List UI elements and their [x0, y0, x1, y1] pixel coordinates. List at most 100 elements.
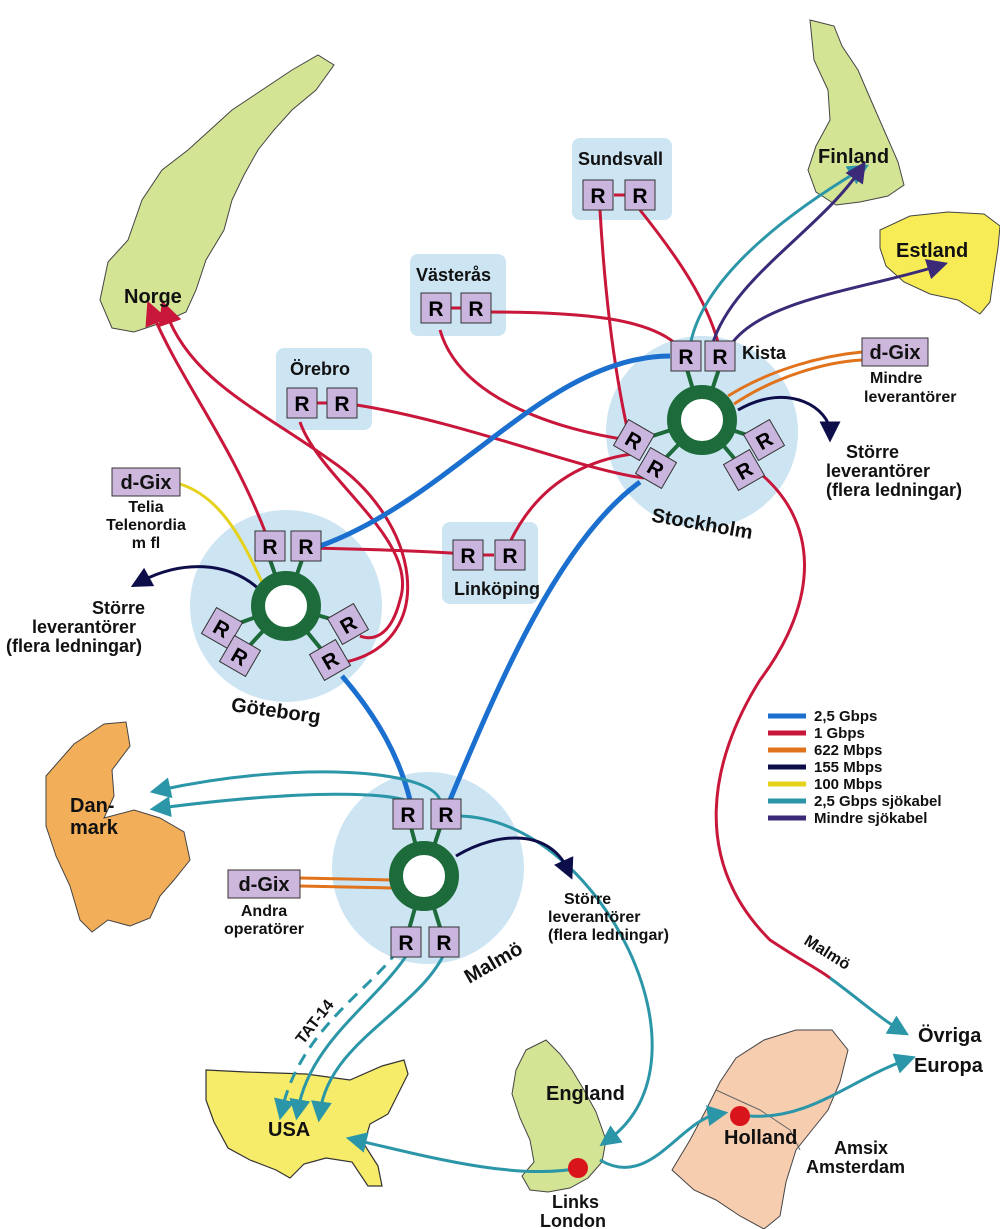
router-icon: R	[218, 634, 262, 678]
links-label-1: Links	[552, 1192, 599, 1212]
router-label: R	[262, 536, 277, 559]
router-icon: R	[428, 926, 460, 958]
legend-label: 100 Mbps	[814, 776, 882, 793]
router-label: R	[334, 393, 349, 416]
label-kista: Kista	[742, 343, 787, 363]
tat14-cable	[274, 949, 400, 1121]
finland-shape	[807, 19, 905, 206]
router-label: R	[468, 298, 483, 321]
label-linkoping: Linköping	[454, 579, 540, 599]
ovriga-label-1: Övriga	[918, 1024, 982, 1047]
goteborg-providers-2: leverantörer	[32, 617, 136, 637]
lines-155	[130, 395, 841, 880]
dgix-malmo-line1: Andra	[241, 903, 287, 920]
stockholm-providers-2: leverantörer	[826, 461, 930, 481]
router-label: R	[502, 545, 517, 568]
label-norge: Norge	[124, 286, 182, 308]
router-icon: R	[308, 638, 352, 682]
dgix-label: d-Gix	[869, 342, 920, 364]
router-label: R	[678, 346, 693, 369]
router-icon: R	[634, 446, 678, 490]
goteborg-providers-3: (flera ledningar)	[6, 636, 142, 656]
router-label: R	[400, 804, 415, 827]
legend-label: 2,5 Gbps	[814, 708, 877, 725]
router-icon: R	[326, 387, 358, 419]
legend-label: 2,5 Gbps sjökabel	[814, 793, 942, 810]
amsix-label-2: Amsterdam	[806, 1157, 905, 1177]
usa-shape	[205, 1059, 409, 1187]
label-holland: Holland	[724, 1127, 797, 1149]
holland-border	[715, 1089, 801, 1151]
malmo-providers-1: Större	[564, 891, 611, 908]
router-icon: R	[430, 798, 462, 830]
router-icon: R	[494, 539, 526, 571]
dgix-label: d-Gix	[120, 472, 171, 494]
label-danmark-2: mark	[70, 817, 119, 839]
router-icon: R	[390, 926, 422, 958]
estonia-shape	[879, 211, 1000, 315]
router-icon: R	[286, 387, 318, 419]
dgix-goteborg-line3: m fl	[132, 535, 160, 552]
label-estland: Estland	[896, 240, 968, 262]
label-malmo-cable: Malmö	[801, 932, 853, 973]
label-vasteras: Västerås	[416, 265, 491, 285]
ovriga-label-2: Europa	[914, 1055, 984, 1077]
dgix-goteborg-line2: Telenordia	[106, 517, 186, 534]
dgix-malmo-line2: operatörer	[224, 921, 304, 938]
stockholm-providers-1: Större	[846, 442, 899, 462]
amsix-dot	[730, 1106, 750, 1126]
legend-label: 155 Mbps	[814, 759, 882, 776]
router-icon: R	[460, 292, 492, 324]
links-london-dot	[568, 1158, 588, 1178]
router-icon: R	[326, 602, 370, 646]
router-icon: R	[420, 292, 452, 324]
router-icon: R	[704, 340, 736, 372]
lines-sea	[149, 164, 916, 1174]
router-icon: R	[582, 179, 614, 211]
lines-2500	[319, 353, 671, 801]
router-label: R	[590, 185, 605, 208]
router-icon: R	[290, 530, 322, 562]
router-icon: R	[612, 418, 656, 462]
router-label: R	[438, 804, 453, 827]
legend-label: 622 Mbps	[814, 742, 882, 759]
label-orebro: Örebro	[290, 359, 350, 379]
dgix-stockholm: d-Gix	[861, 337, 929, 367]
malmo-providers-2: leverantörer	[548, 909, 641, 926]
label-usa: USA	[268, 1119, 310, 1141]
router-label: R	[712, 346, 727, 369]
lines-622	[299, 350, 863, 890]
router-label: R	[632, 185, 647, 208]
dgix-malmo: d-Gix	[227, 869, 301, 899]
stockholm-providers-3: (flera ledningar)	[826, 480, 962, 500]
router-icon: R	[722, 448, 766, 492]
router-icon: R	[452, 539, 484, 571]
router-icon: R	[742, 418, 786, 462]
legend-label: 1 Gbps	[814, 725, 865, 742]
england-shape	[511, 1039, 607, 1193]
router-label: R	[460, 545, 475, 568]
router-icon: R	[200, 606, 244, 650]
router-icon: R	[670, 340, 702, 372]
router-label: R	[294, 393, 309, 416]
router-label: R	[298, 536, 313, 559]
label-england: England	[546, 1083, 625, 1105]
router-icon: R	[254, 530, 286, 562]
dgix-goteborg: d-Gix	[111, 467, 181, 497]
dgix-stockholm-line2: leverantörer	[864, 389, 957, 406]
label-danmark-1: Dan-	[70, 795, 114, 817]
dgix-label: d-Gix	[238, 874, 289, 896]
denmark-shape	[45, 721, 191, 933]
amsix-label-1: Amsix	[834, 1138, 888, 1158]
lines-1gbps	[145, 209, 831, 980]
label-finland: Finland	[818, 146, 889, 168]
dgix-stockholm-line1: Mindre	[870, 370, 923, 387]
goteborg-hub	[225, 553, 349, 662]
norway-shape	[99, 54, 335, 333]
lines-small-sea	[710, 161, 949, 347]
legend-label: Mindre sjökabel	[814, 810, 927, 827]
